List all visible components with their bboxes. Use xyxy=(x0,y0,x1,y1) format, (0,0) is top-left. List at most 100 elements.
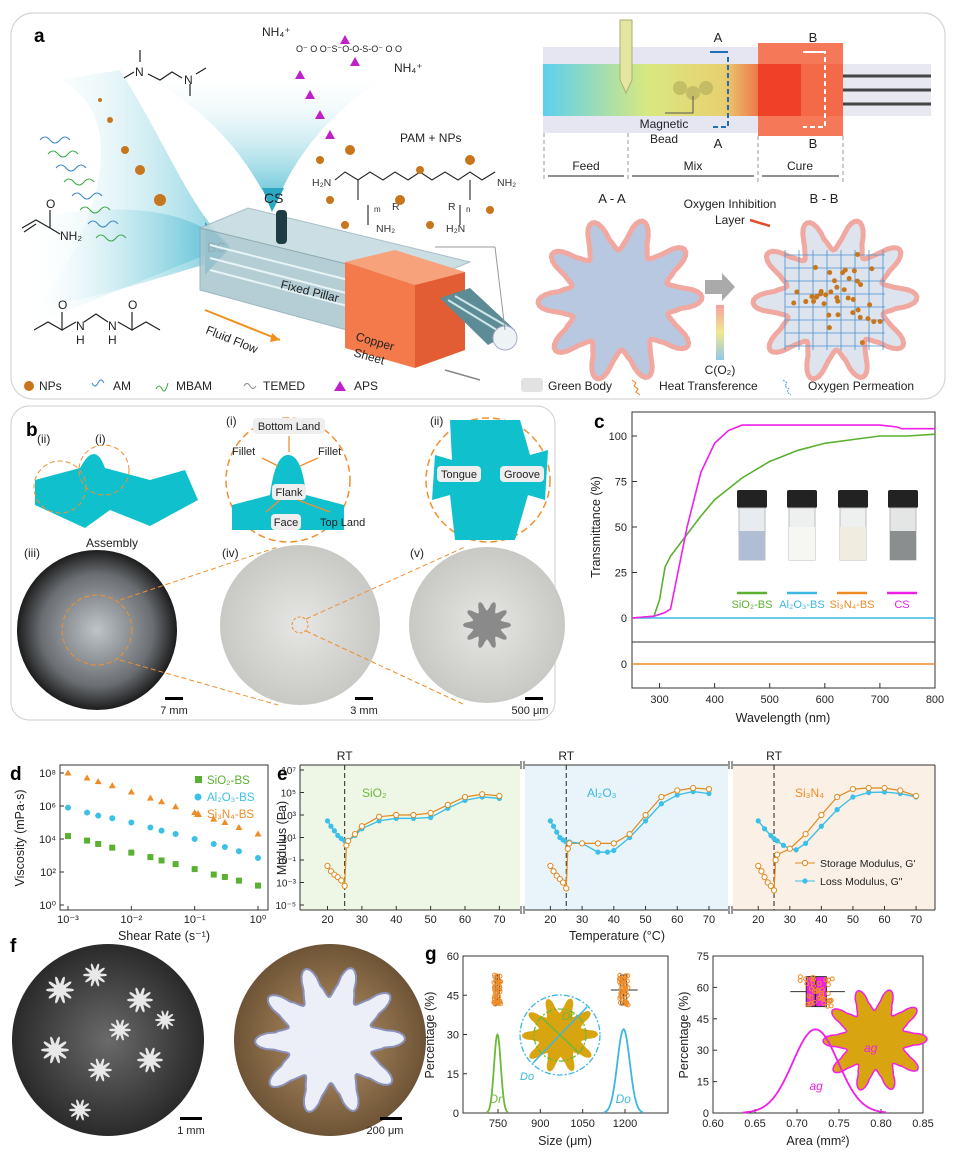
mbam-h2: H xyxy=(108,333,117,347)
storage-modulus-point xyxy=(547,862,554,869)
data-point xyxy=(255,855,261,862)
x-tick-label: 0.75 xyxy=(828,1118,849,1130)
x-tick-label: 20 xyxy=(321,914,333,926)
nanoparticle-icon xyxy=(811,298,817,304)
nanoparticle-icon xyxy=(823,292,829,298)
nanoparticle-icon xyxy=(834,284,840,290)
zoom-connectors xyxy=(119,546,466,706)
x-tick-label: 0.85 xyxy=(912,1118,933,1130)
panel-background xyxy=(733,765,935,910)
zone-feed: Feed xyxy=(572,159,599,173)
bottom-land-label: Bottom Land xyxy=(258,421,320,433)
storage-modulus-point xyxy=(770,887,778,894)
storage-modulus-point xyxy=(461,793,469,801)
curve-label: ag xyxy=(809,1079,823,1093)
sample-point xyxy=(493,991,499,997)
y-tick-label: 25 xyxy=(615,568,627,580)
storage-modulus-point xyxy=(786,845,793,852)
nanoparticle-icon xyxy=(855,251,861,257)
x-tick-label: 400 xyxy=(705,694,723,706)
storage-modulus-point xyxy=(479,791,486,798)
x-tick-label: 10⁰ xyxy=(250,914,267,926)
storage-modulus-point xyxy=(626,831,633,838)
pam-h2n-left: H₂N xyxy=(312,177,331,189)
panel-background xyxy=(525,765,728,910)
storage-modulus-point xyxy=(559,879,567,886)
data-point xyxy=(210,840,217,847)
gear-particle xyxy=(41,1036,69,1064)
storage-modulus-point xyxy=(758,868,765,875)
storage-modulus-point xyxy=(610,840,617,847)
scale-right: 200 μm xyxy=(367,1125,404,1137)
loss-modulus-point xyxy=(780,842,787,848)
loss-modulus-point xyxy=(328,823,334,829)
sphere-icon xyxy=(24,381,34,391)
fixed-pillar xyxy=(276,210,287,244)
annotation-arrows xyxy=(261,436,331,513)
loss-modulus-point xyxy=(674,792,680,798)
nanoparticle-icon xyxy=(812,265,818,271)
am-nh2: NH₂ xyxy=(60,229,82,243)
x-tick-label: 600 xyxy=(816,694,834,706)
legend-label: Loss Modulus, G" xyxy=(820,876,903,888)
nanoparticle-icon xyxy=(857,314,863,320)
y-tick-label: 100 xyxy=(609,431,627,443)
nanoparticle-icon xyxy=(341,221,349,229)
temed-n2: N xyxy=(184,73,193,87)
pam-nh2-right: NH₂ xyxy=(497,177,516,189)
data-point xyxy=(146,794,154,801)
nanoparticle-icon xyxy=(826,312,832,318)
nanoparticle-icon xyxy=(845,295,851,301)
x-axis-label: Area (mm²) xyxy=(786,1134,849,1148)
nanoparticle-icon xyxy=(828,289,834,295)
storage-modulus-point xyxy=(658,793,665,801)
storage-modulus-point xyxy=(912,792,920,799)
nanoparticle-icon xyxy=(326,196,334,204)
inset-dr: Dr xyxy=(562,1011,575,1023)
assembly-label: Assembly xyxy=(86,536,138,550)
sample-point xyxy=(620,985,626,991)
legend-label: SiO₂-BS xyxy=(732,599,773,611)
output-arrow xyxy=(444,369,481,381)
nanoparticle-icon xyxy=(827,270,833,276)
mbam-n1: N xyxy=(76,319,85,333)
chart-transmittance: c Transmittance (%) Wavelength (nm) 0 Si… xyxy=(589,411,944,725)
face-label: Face xyxy=(274,517,298,529)
wave-icon xyxy=(91,379,105,387)
y-tick-label: 0 xyxy=(621,613,627,625)
storage-modulus-point xyxy=(849,786,857,793)
mbam-o1: O xyxy=(58,298,67,312)
sample-point xyxy=(621,976,627,982)
storage-modulus-point xyxy=(550,868,557,875)
nanoparticle-icon xyxy=(803,299,809,305)
panel-a-frame xyxy=(10,12,946,400)
dr-arrow xyxy=(540,1016,580,1054)
magnetic-bead-label-2: Bead xyxy=(650,132,678,146)
y-tick-label: 10⁸ xyxy=(39,768,56,780)
nanoparticle-icon xyxy=(316,156,324,164)
x-tick-label: 40 xyxy=(608,914,620,926)
data-point xyxy=(221,819,229,825)
data-point xyxy=(191,866,198,873)
sample-point xyxy=(825,990,831,996)
storage-modulus-point xyxy=(818,811,825,819)
x-tick-label: 300 xyxy=(650,694,668,706)
magnetic-bead-icon xyxy=(699,81,713,95)
loss-modulus-point xyxy=(802,840,809,846)
assembly-i-label: (i) xyxy=(95,432,106,446)
storage-modulus-point xyxy=(642,811,649,819)
sample-point xyxy=(625,973,631,979)
storage-modulus-point xyxy=(427,809,434,817)
storage-modulus-point xyxy=(802,831,809,838)
scale-iii: 7 mm xyxy=(160,705,188,717)
legend-label: Storage Modulus, G' xyxy=(820,858,915,870)
nanoparticle-icon xyxy=(154,194,166,206)
y-tick-label: 10⁻¹ xyxy=(276,856,296,867)
data-point xyxy=(158,857,165,864)
sample-point xyxy=(617,979,623,985)
outer-diameter-circle xyxy=(519,994,601,1076)
chart-area-distribution: Percentage (%) Area (mm²) ag 01530456075… xyxy=(677,951,934,1148)
zoom-circle xyxy=(61,594,133,666)
loss-modulus-point xyxy=(642,818,649,824)
sample-point xyxy=(808,1000,814,1006)
